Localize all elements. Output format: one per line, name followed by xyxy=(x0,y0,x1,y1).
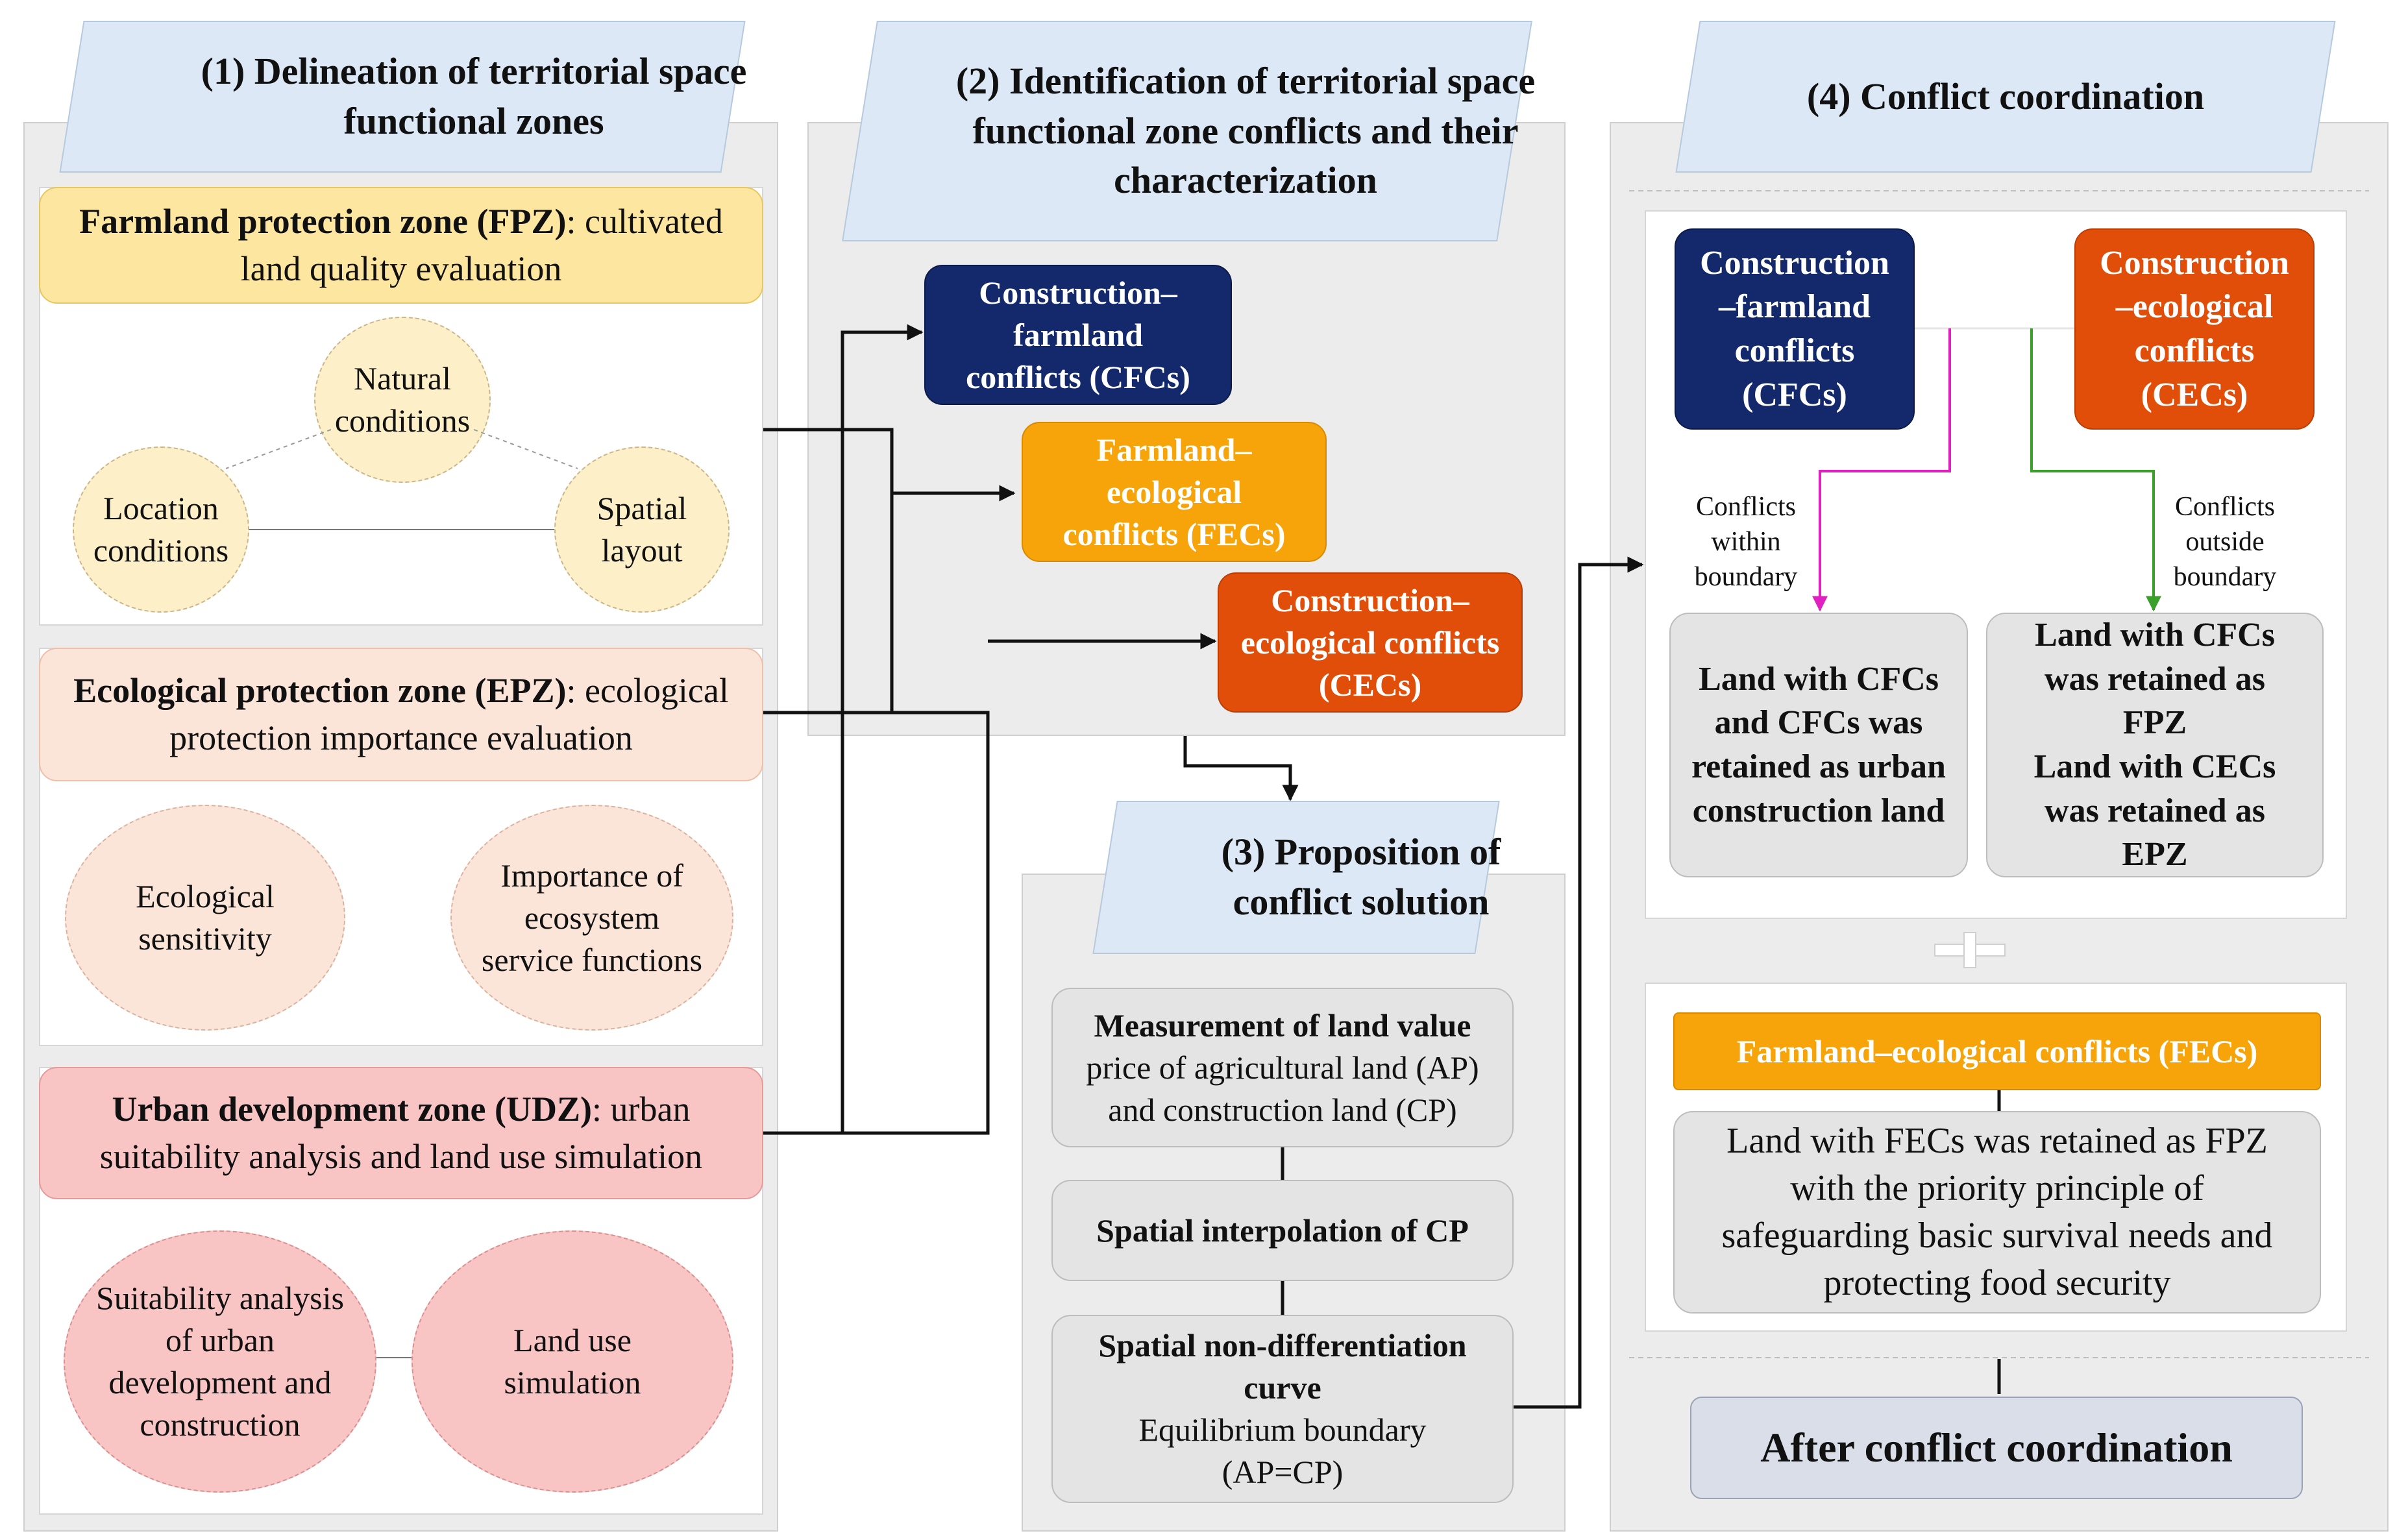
fpz-header: Farmland protection zone (FPZ): cultivat… xyxy=(39,187,763,304)
fpz-name: Farmland protection zone (FPZ) xyxy=(79,202,567,241)
interpolation-step: Spatial interpolation of CP xyxy=(1051,1180,1514,1281)
within-arrow xyxy=(1812,328,1951,612)
epz-circle-importance: Importance of ecosystem service function… xyxy=(450,805,733,1031)
final-box: After conflict coordination xyxy=(1690,1397,2303,1499)
fpz-circle-location: Location conditions xyxy=(73,446,249,613)
fpz-circle-natural: Natural conditions xyxy=(314,317,491,483)
s4-cfc-box: Construction –farmland conflicts (CFCs) xyxy=(1675,228,1915,430)
fpz-circle-spatial: Spatial layout xyxy=(554,446,730,613)
fec-box: Farmland–ecological conflicts (FECs) xyxy=(1022,422,1327,562)
result-left-box: Land with CFCs and CFCs was retained as … xyxy=(1669,613,1968,877)
fec-result-box: Land with FECs was retained as FPZ with … xyxy=(1673,1111,2321,1314)
epz-method: : ecological protection importance evalu… xyxy=(169,671,729,757)
outside-boundary-label: Conflicts outside boundary xyxy=(2173,492,2277,592)
udz-circle-simulation: Land use simulation xyxy=(411,1230,733,1493)
s4-fec-bar: Farmland–ecological conflicts (FECs) xyxy=(1673,1012,2321,1090)
s1-to-s2-arrows xyxy=(763,324,2001,1409)
udz-name: Urban development zone (UDZ) xyxy=(112,1090,592,1129)
curve-title: Spatial non-differentiation curve xyxy=(1098,1327,1467,1406)
udz-header: Urban development zone (UDZ): urban suit… xyxy=(39,1067,763,1199)
epz-header: Ecological protection zone (EPZ): ecolog… xyxy=(39,648,763,781)
plus-icon xyxy=(1934,932,2006,968)
within-boundary-label: Conflicts within boundary xyxy=(1694,492,1798,592)
result-right-line2: Land with CECs was retained as EPZ xyxy=(2033,748,2276,874)
outside-arrow xyxy=(2030,328,2161,612)
fpz-method: : cultivated land quality evaluation xyxy=(240,202,723,288)
fpz-circle-links xyxy=(225,429,578,469)
land-value-body: price of agricultural land (AP) and cons… xyxy=(1086,1049,1479,1128)
cfc-box: Construction–farmland conflicts (CFCs) xyxy=(924,265,1232,405)
udz-circle-suitability: Suitability analysis of urban developmen… xyxy=(64,1230,376,1493)
cec-box: Construction–ecological conflicts (CECs) xyxy=(1218,572,1523,713)
epz-name: Ecological protection zone (EPZ) xyxy=(73,671,567,711)
land-value-title: Measurement of land value xyxy=(1094,1007,1471,1044)
udz-method: : urban suitability analysis and land us… xyxy=(99,1090,703,1176)
s4-cec-box: Construction –ecological conflicts (CECs… xyxy=(2074,228,2315,430)
curve-step: Spatial non-differentiation curve Equili… xyxy=(1051,1315,1514,1503)
curve-body: Equilibrium boundary (AP=CP) xyxy=(1138,1412,1427,1490)
result-right-box: Land with CFCs was retained as FPZ Land … xyxy=(1986,613,2324,877)
epz-circle-sensitivity: Ecological sensitivity xyxy=(65,805,345,1031)
land-value-step: Measurement of land value price of agric… xyxy=(1051,988,1514,1147)
result-right-line1: Land with CFCs was retained as FPZ xyxy=(2035,617,2275,742)
